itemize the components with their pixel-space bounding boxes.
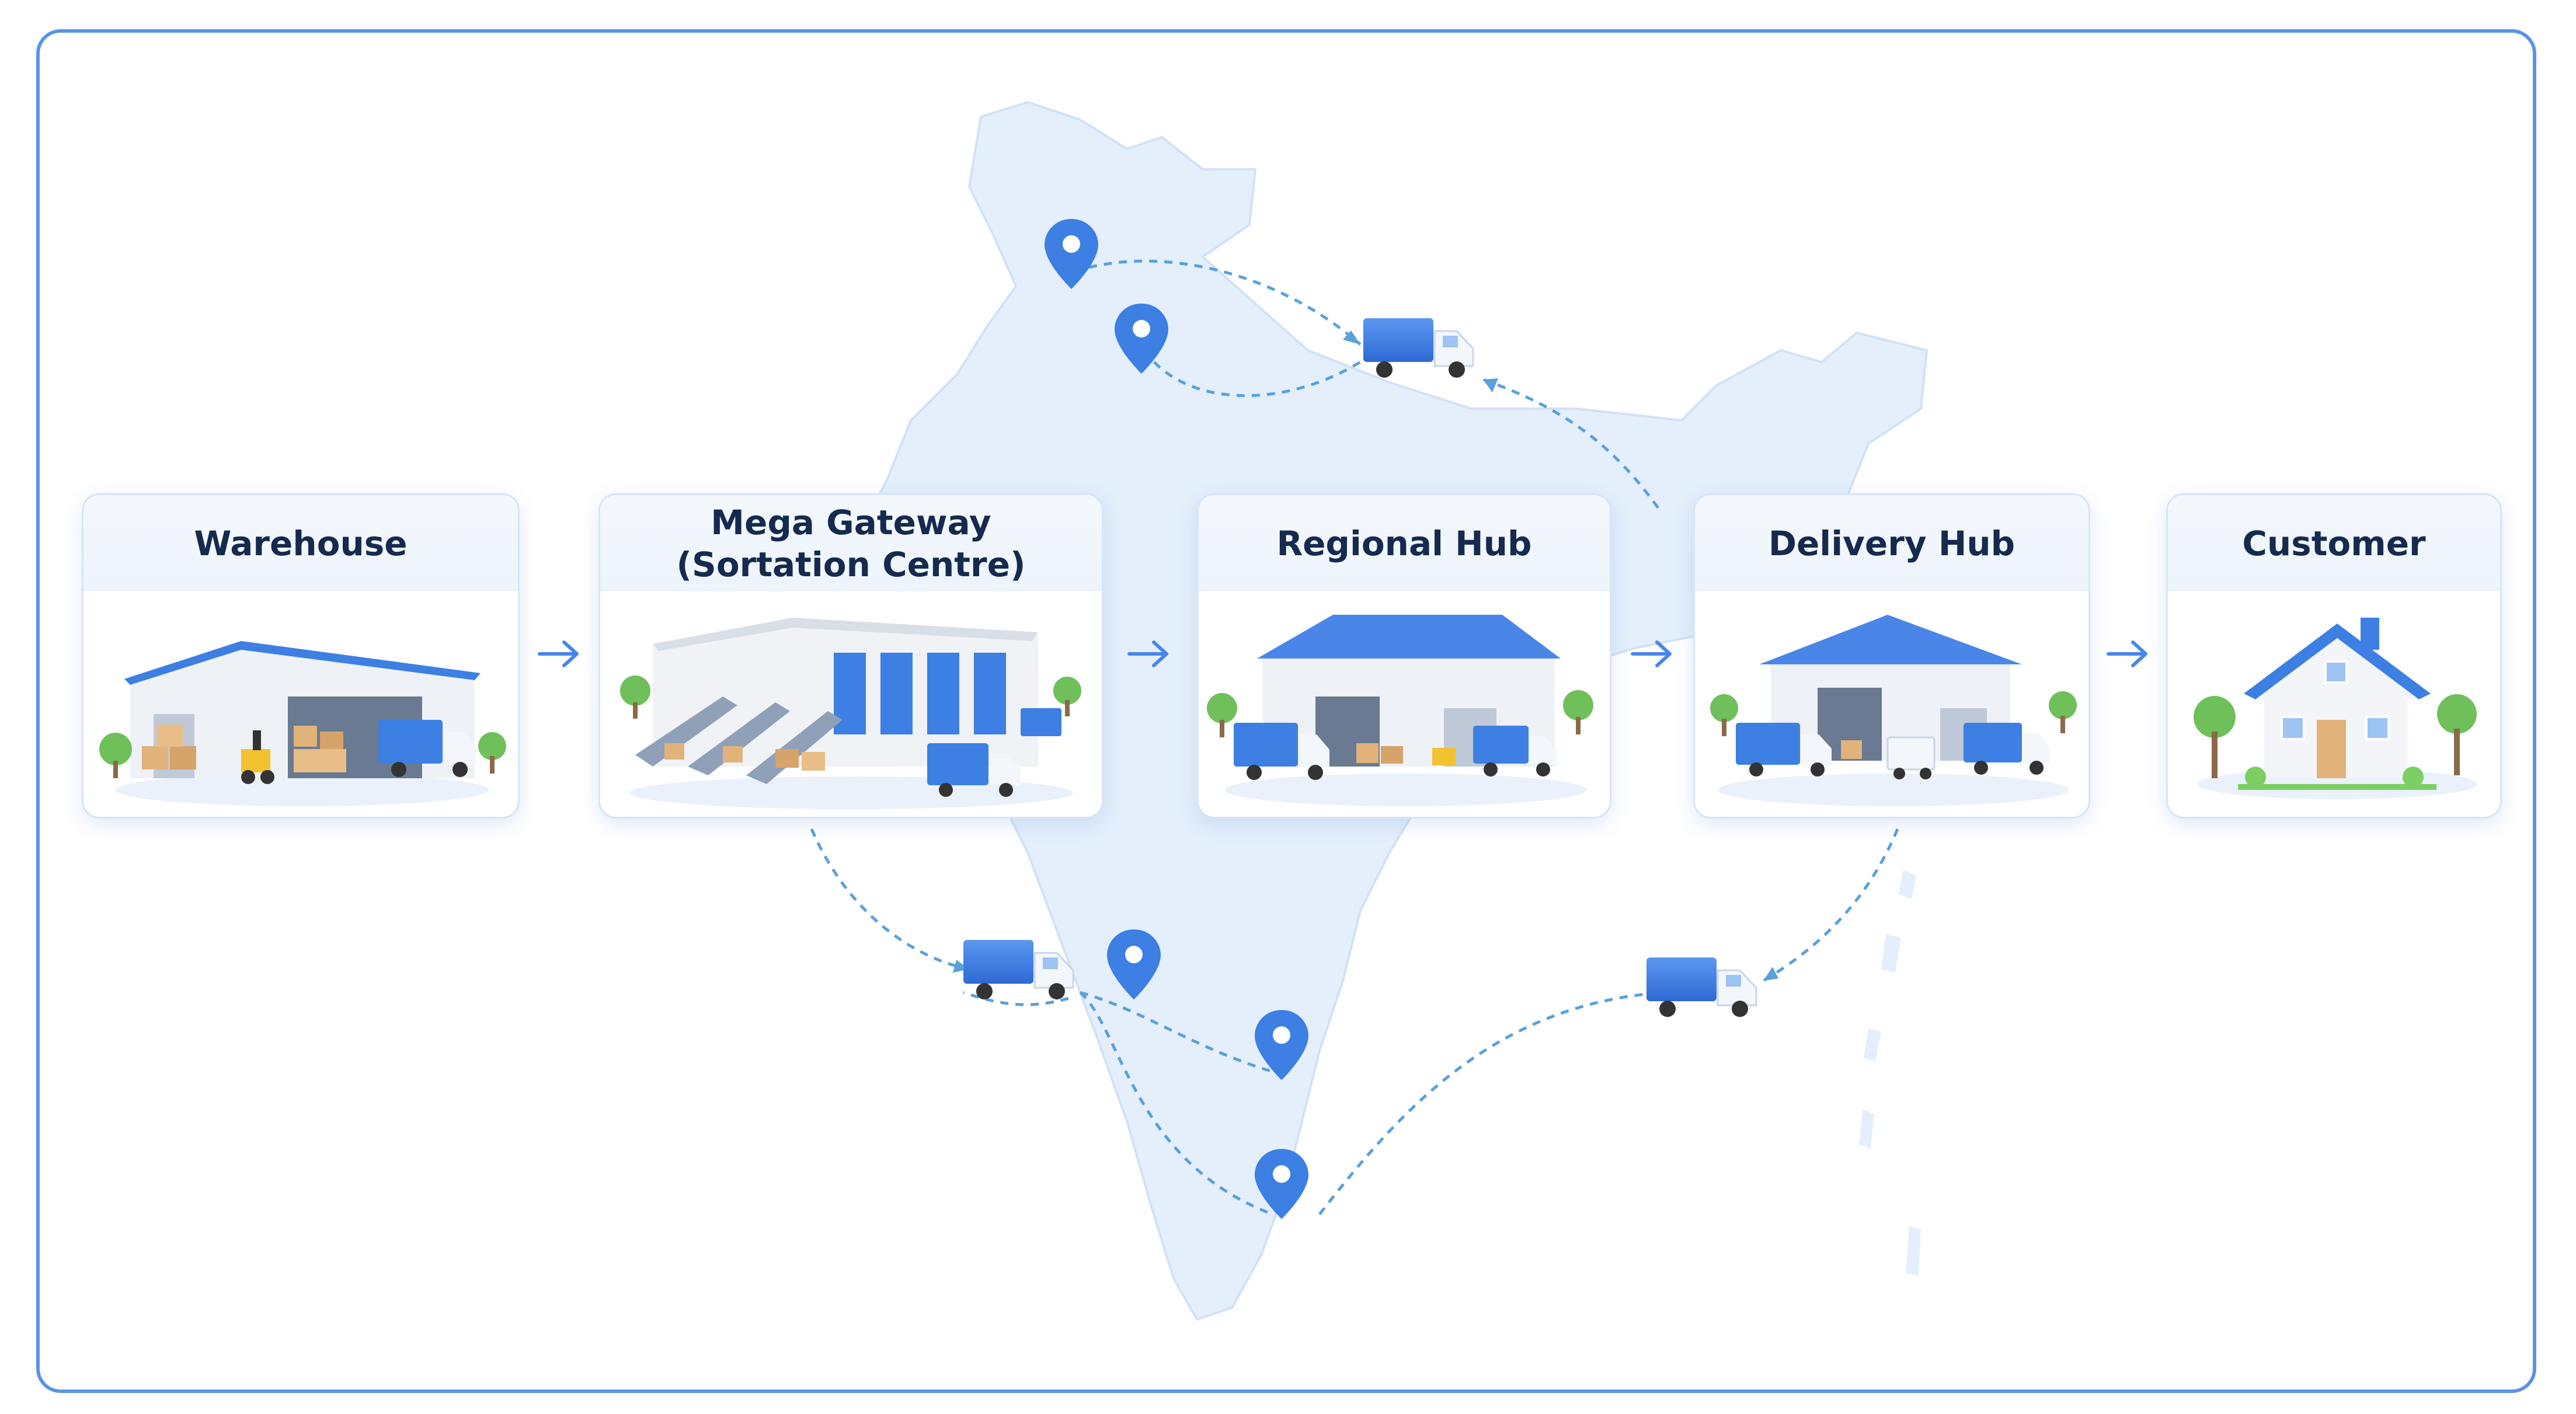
delivery-hub-icon [1710, 615, 2077, 806]
island-chain [1859, 870, 1921, 1276]
warehouse-icon [99, 641, 506, 806]
stage-card-regional-hub: Regional Hub [1197, 493, 1611, 819]
stage-card-header: Regional Hub [1199, 495, 1610, 591]
delivery-truck-icon [1646, 957, 1757, 1017]
location-pin-icon [1045, 219, 1098, 289]
stage-card-customer: Customer [2166, 493, 2502, 819]
stage-card-header: Warehouse [83, 495, 518, 591]
stage-title: Mega Gateway (Sortation Centre) [676, 502, 1026, 584]
stage-card-warehouse: Warehouse [82, 493, 520, 819]
stage-card-delivery-hub: Delivery Hub [1693, 493, 2090, 819]
arrow-right-icon [1631, 640, 1672, 667]
stage-card-header: Mega Gateway (Sortation Centre) [600, 495, 1102, 591]
stage-card-header: Customer [2168, 495, 2500, 591]
stage-title: Customer [2242, 523, 2426, 563]
delivery-truck-icon [963, 940, 1074, 999]
stage-card-mega-gateway: Mega Gateway (Sortation Centre) [598, 493, 1103, 819]
location-pin-icon [1115, 304, 1168, 374]
arrow-right-icon [1127, 640, 1168, 667]
location-pin-icon [1255, 1149, 1308, 1219]
house-icon [2194, 618, 2477, 799]
arrow-right-icon [2107, 640, 2147, 667]
stage-title: Warehouse [194, 523, 408, 563]
stage-card-header: Delivery Hub [1695, 495, 2088, 591]
location-pin-icon [1255, 1010, 1308, 1080]
route-lines [810, 259, 1899, 1216]
stage-title: Regional Hub [1276, 523, 1532, 563]
location-pin-icon [1107, 929, 1161, 999]
sortation-centre-icon [620, 618, 1081, 809]
delivery-truck-icon [1363, 318, 1474, 378]
stage-title: Delivery Hub [1768, 523, 2015, 563]
arrow-right-icon [538, 640, 579, 667]
regional-hub-icon [1207, 615, 1593, 806]
